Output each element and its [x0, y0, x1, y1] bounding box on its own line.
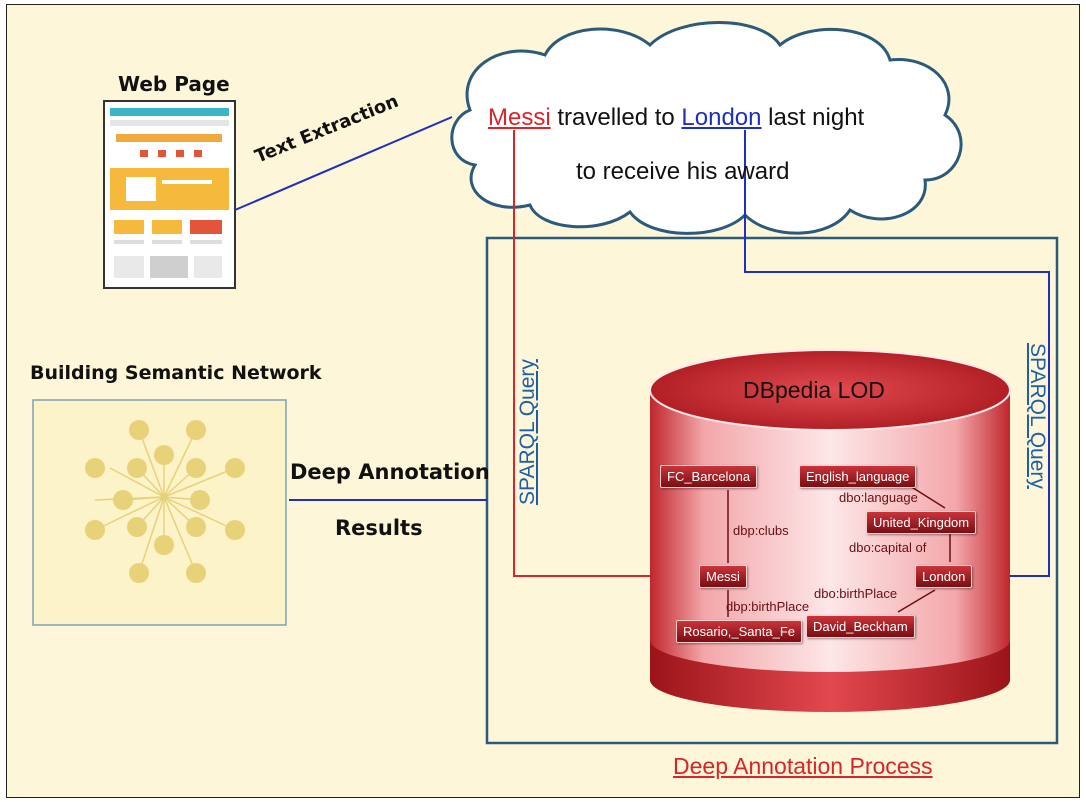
- cloud-shape: [450, 21, 963, 235]
- edge-label-birthplace-2: dbo:birthPlace: [814, 586, 898, 601]
- edge-label-capital-of: dbo:capital of: [849, 540, 927, 555]
- entity-london[interactable]: London: [681, 104, 762, 131]
- deep-annotation-process-box: [485, 236, 1059, 745]
- node-fc-barcelona: FC_Barcelona: [660, 465, 758, 488]
- sparql-query-left: SPARQL Query: [516, 359, 539, 505]
- edge-label-language: dbo:language: [839, 490, 918, 505]
- node-united-kingdom: United_Kingdom: [866, 511, 977, 534]
- cloud-sentence-line1: Messi travelled to London last night: [488, 104, 865, 131]
- deep-annotation-label: Deep Annotation: [290, 460, 490, 484]
- london-sparql-line: [744, 130, 1050, 577]
- node-london: London: [915, 565, 973, 588]
- web-page-title: Web Page: [118, 72, 230, 96]
- node-english-language: English_language: [799, 465, 917, 488]
- edge-label-birthplace-1: dbp:birthPlace: [726, 599, 810, 614]
- semantic-network-title: Building Semantic Network: [30, 362, 322, 384]
- edge-label-clubs: dbp:clubs: [733, 523, 789, 538]
- process-label: Deep Annotation Process: [673, 753, 933, 779]
- entity-messi[interactable]: Messi: [488, 104, 551, 131]
- semantic-network-nodes: [85, 420, 245, 583]
- text-extraction-edge: [234, 116, 453, 211]
- results-label: Results: [335, 516, 423, 540]
- node-david-beckham: David_Beckham: [806, 615, 915, 638]
- kg-edges: [727, 485, 951, 617]
- web-page-thumbnail: [103, 100, 236, 289]
- cloud-sentence-line2: to receive his award: [576, 158, 790, 185]
- messi-sparql-line: [513, 130, 700, 577]
- node-messi: Messi: [699, 565, 747, 588]
- db-title: DBpedia LOD: [743, 377, 885, 403]
- node-rosario: Rosario,_Santa_Fe: [676, 620, 803, 643]
- sparql-query-right: SPARQL Query: [1026, 343, 1049, 489]
